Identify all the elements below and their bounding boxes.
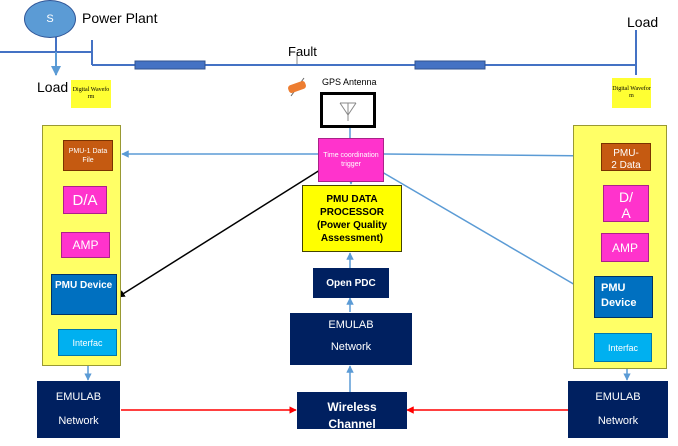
- arrow-trigger-to-pmu2: [383, 152, 601, 160]
- right-da-line2: A: [621, 205, 631, 221]
- digital-waveform-right: Digital Wavefor m: [612, 78, 651, 108]
- left-pmu-device: PMU Device: [51, 274, 117, 315]
- left-da-box: D/A: [63, 186, 107, 214]
- pmu-data-processor: PMU DATA PROCESSOR (Power Quality Assess…: [302, 185, 402, 252]
- wireless-line2: Channel: [328, 417, 376, 429]
- time-coordination-trigger: Time coordination trigger: [318, 138, 384, 182]
- center-network-line2: Network: [330, 341, 372, 353]
- fault-label: Fault: [288, 44, 317, 59]
- right-da-line1: D/: [619, 189, 633, 205]
- source-symbol: S: [46, 13, 54, 25]
- right-pmu-data-file-line2: 2 Data: [611, 160, 641, 171]
- right-pmu-device: PMU Device: [594, 276, 653, 318]
- load-left-label: Load: [37, 79, 69, 95]
- center-emulab-network: EMULAB Network: [290, 313, 412, 365]
- right-amp-box: AMP: [601, 233, 649, 262]
- gps-antenna-label: GPS Antenna: [322, 77, 377, 87]
- open-pdc-box: Open PDC: [313, 268, 389, 298]
- right-pmu-data-file: PMU- 2 Data: [601, 143, 651, 171]
- arrow-trigger-to-pmu-device-left: [117, 169, 321, 298]
- left-emulab-network: EMULAB Network: [37, 381, 120, 438]
- digital-waveform-left: Digital Wavefo rm: [71, 80, 111, 108]
- right-da-box: D/ A: [603, 185, 649, 222]
- right-emulab-network: EMULAB Network: [568, 381, 668, 438]
- right-interface-box: Interfac: [594, 333, 652, 362]
- left-interface-box: Interfac: [58, 329, 117, 356]
- right-pmu-data-file-line1: PMU-: [613, 148, 639, 159]
- right-network-line2: Network: [597, 415, 639, 427]
- left-network-line1: EMULAB: [55, 391, 102, 403]
- center-network-line1: EMULAB: [328, 319, 374, 331]
- arrow-trigger-to-pmu-device-right: [381, 171, 595, 297]
- left-pmu-data-file: PMU-1 Data File: [63, 140, 113, 171]
- wireless-line1: Wireless: [327, 400, 377, 414]
- wireless-channel-box: Wireless Channel: [297, 392, 407, 429]
- left-network-line2: Network: [58, 415, 99, 427]
- right-network-line1: EMULAB: [595, 391, 641, 403]
- gps-antenna-icon: [320, 92, 376, 128]
- load-right-label: Load: [627, 14, 659, 30]
- power-plant-source: S: [24, 0, 76, 38]
- transmission-line: [0, 30, 637, 75]
- left-amp-box: AMP: [61, 232, 110, 258]
- power-plant-label: Power Plant: [82, 10, 158, 26]
